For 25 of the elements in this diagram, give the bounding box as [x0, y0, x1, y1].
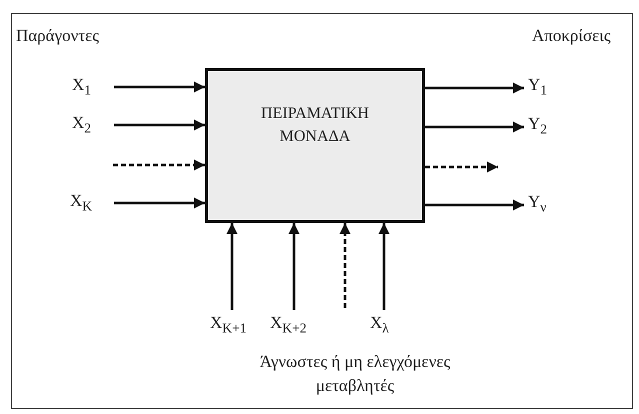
arrow	[114, 120, 205, 130]
column-heading: Παράγοντες	[16, 25, 99, 47]
variable-label: X$_{λ}$	[370, 314, 400, 340]
arrow	[340, 223, 350, 308]
variable-label: X$_{1}$	[72, 76, 110, 102]
variable-label: Y$_{1}$	[528, 76, 564, 102]
column-heading: Αποκρίσεις	[532, 25, 611, 47]
arrow	[114, 82, 205, 92]
arrow	[113, 160, 205, 170]
arrow	[378, 223, 390, 310]
caption-text: Άγνωστες ή μη ελεγχόμενες μεταβλητές	[258, 351, 452, 397]
process-box: ΠΕΙΡΑΜΑΤΙΚΗ ΜΟΝΑΔΑ	[205, 68, 425, 223]
variable-label: X$_{K}$	[70, 192, 110, 218]
arrow	[425, 200, 524, 210]
arrow	[425, 122, 524, 132]
variable-label: X$_{K+2}$	[270, 314, 322, 340]
variable-label: Y$_{ν}$	[528, 193, 564, 219]
arrow	[425, 162, 498, 172]
variable-label: Y$_{2}$	[528, 115, 564, 141]
arrow	[425, 82, 524, 94]
variable-label: X$_{K+1}$	[210, 314, 262, 340]
arrow	[288, 223, 300, 310]
arrow	[226, 223, 238, 310]
variable-label: X$_{2}$	[72, 114, 110, 140]
arrow	[114, 198, 205, 208]
